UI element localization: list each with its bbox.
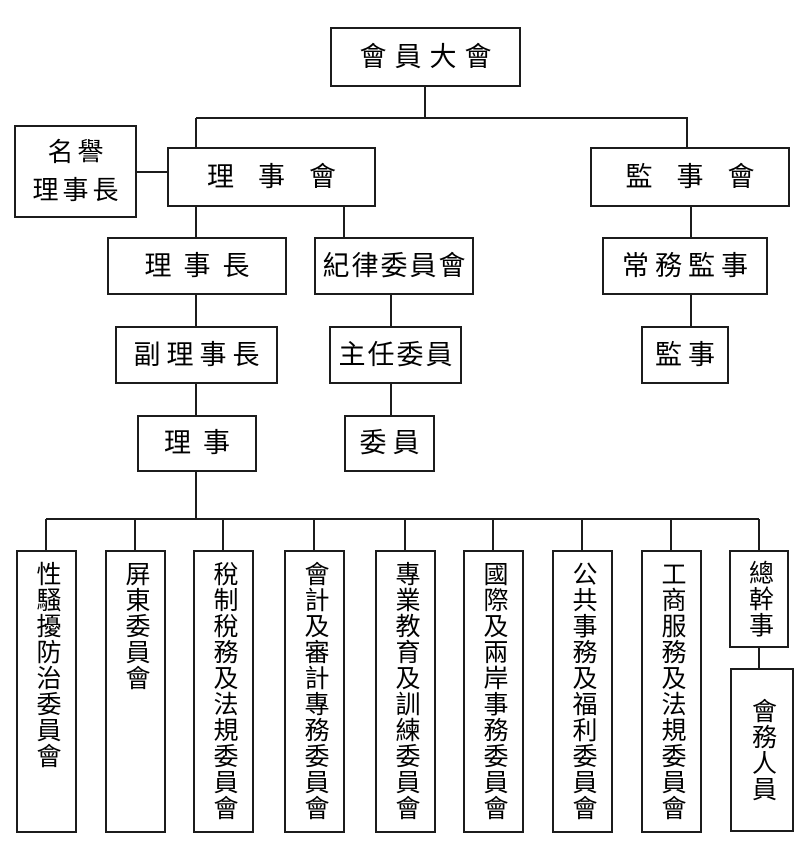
committee-label: 專業教育及訓練委員會 [392,561,419,821]
node-label: 監事 [655,339,721,370]
node-label: 會員大會 [359,41,500,72]
node-committee-professional-education-training: 專業教育及訓練委員會 [375,550,436,833]
node-director: 理事 [137,415,257,472]
node-label: 主任委員 [338,339,455,370]
node-executive-supervisor: 常務監事 [602,237,768,295]
node-discipline-committee: 紀律委員會 [314,237,474,295]
node-board-of-directors: 理事會 [167,147,376,207]
node-chairman: 理事長 [107,237,287,295]
committee-label: 公共事務及福利委員會 [569,561,596,821]
node-committee-public-affairs-welfare: 公共事務及福利委員會 [552,550,613,833]
node-label: 總幹事 [745,560,773,638]
committee-label: 工商服務及法規委員會 [658,561,685,821]
node-label: 理事長 [144,250,262,281]
committee-label: 國際及兩岸事務委員會 [480,561,507,821]
committee-label: 性騷擾防治委員會 [33,561,60,769]
node-honorary-chairman: 名譽 理事長 [14,125,137,218]
node-label: 副理事長 [133,339,266,370]
node-committee-tax-system-and-regulations: 稅制稅務及法規委員會 [193,550,254,833]
node-label: 委員 [359,428,426,458]
committee-label: 會計及審計專務委員會 [301,561,328,821]
node-commissioner: 委員 [344,415,435,472]
node-secretary-general: 總幹事 [729,550,789,648]
node-committee-accounting-and-auditing: 會計及審計專務委員會 [284,550,345,833]
node-label: 常務監事 [622,250,754,281]
node-general-assembly: 會員大會 [330,27,521,87]
node-label-line1: 名譽 [47,137,108,167]
node-board-of-supervisors: 監事會 [590,147,790,207]
committee-label: 稅制稅務及法規委員會 [210,561,237,821]
node-label: 監事會 [625,161,779,192]
node-chief-commissioner: 主任委員 [329,326,462,384]
node-label: 理事會 [207,161,360,192]
committee-label: 屏東委員會 [122,561,149,691]
node-association-staff: 會務人員 [730,668,794,832]
node-label-line2: 理事長 [32,175,123,205]
node-committee-pingtung: 屏東委員會 [105,550,166,833]
node-label: 理事 [164,428,242,458]
node-committee-sexual-harassment-prevention: 性騷擾防治委員會 [16,550,77,833]
node-committee-commerce-services-regulations: 工商服務及法規委員會 [641,550,702,833]
node-committee-international-cross-strait-affairs: 國際及兩岸事務委員會 [463,550,524,833]
node-label: 紀律委員會 [322,250,468,281]
node-vice-chairman: 副理事長 [115,326,278,384]
node-label: 會務人員 [748,698,776,802]
node-supervisor: 監事 [641,326,729,384]
